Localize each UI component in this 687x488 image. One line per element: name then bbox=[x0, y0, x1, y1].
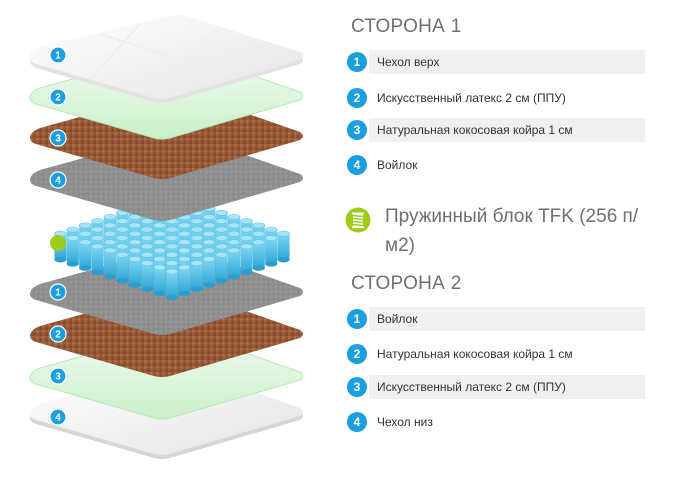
layer-label: Искусственный латекс 2 см (ППУ) bbox=[377, 91, 566, 105]
layer-label: Натуральная кокосовая койра 1 см bbox=[377, 347, 573, 361]
badge-number: 1 bbox=[55, 51, 61, 62]
number-badge: 3 bbox=[347, 377, 367, 397]
number-badge: 2 bbox=[347, 88, 367, 108]
spring-coil bbox=[104, 250, 116, 277]
spring-coil bbox=[91, 246, 104, 273]
bottom-layer-badge-4: 4 bbox=[49, 408, 67, 426]
spring-coil bbox=[277, 233, 290, 260]
bottom-layer-badge-3: 3 bbox=[49, 367, 67, 385]
side2-title: СТОРОНА 2 bbox=[351, 273, 462, 294]
layer-badges: 1 2 3 4 1 2 3 4 bbox=[49, 46, 67, 426]
badge-number: 1 bbox=[55, 288, 61, 299]
layer-label: Войлок bbox=[377, 158, 418, 172]
spring-coil bbox=[265, 238, 278, 264]
top-layer-badge-3: 3 bbox=[49, 129, 67, 147]
spring-coil bbox=[166, 271, 178, 298]
spring-block-label: Пружинный блок TFK (256 п/м2) bbox=[385, 206, 639, 256]
number-badge: 4 bbox=[347, 155, 367, 175]
spring-coil bbox=[240, 246, 253, 273]
top-layer-badge-1: 1 bbox=[49, 46, 67, 64]
spring-coil bbox=[228, 250, 240, 277]
number-badge: 4 bbox=[347, 412, 367, 432]
spring-coil bbox=[141, 263, 154, 290]
top-layer-badge-2: 2 bbox=[49, 88, 67, 106]
mattress-layers-illustration: 1 2 3 4 1 2 3 4 bbox=[29, 15, 304, 459]
layer-label: Чехол верх bbox=[377, 55, 440, 69]
layer-label: Искусственный латекс 2 см (ППУ) bbox=[377, 380, 566, 394]
top-cover-layer bbox=[30, 15, 303, 103]
spring-coil bbox=[190, 263, 203, 290]
spring-icon bbox=[345, 207, 371, 233]
spring-coil bbox=[79, 242, 92, 269]
layer-label: Чехол низ bbox=[377, 415, 433, 429]
top-layer-badge-4: 4 bbox=[49, 171, 67, 189]
number-badge: 2 bbox=[347, 344, 367, 364]
spring-coil bbox=[116, 254, 129, 281]
badge-number: 4 bbox=[55, 413, 61, 424]
row-background bbox=[369, 50, 645, 74]
spring-coil bbox=[153, 267, 166, 294]
side2-item-4: 4 Чехол низ bbox=[345, 410, 645, 434]
side1-title: СТОРОНА 1 bbox=[351, 16, 462, 37]
spring-coil bbox=[215, 254, 228, 281]
row-background bbox=[369, 375, 645, 399]
spring-coil bbox=[178, 267, 191, 294]
badge-number: 2 bbox=[55, 330, 61, 341]
side2-item-2: 2 Натуральная кокосовая койра 1 см bbox=[345, 342, 645, 366]
bottom-layer-badge-2: 2 bbox=[49, 325, 67, 343]
number-badge: 1 bbox=[347, 309, 367, 329]
number-badge: 1 bbox=[347, 52, 367, 72]
layer-label: Натуральная кокосовая койра 1 см bbox=[377, 123, 573, 137]
side1-item-1: 1 Чехол верх bbox=[345, 50, 645, 74]
side2-item-3: 3 Искусственный латекс 2 см (ППУ) bbox=[345, 375, 645, 399]
side2-item-1: 1 Войлок bbox=[345, 307, 645, 331]
badge-number: 2 bbox=[55, 93, 61, 104]
row-background bbox=[369, 118, 645, 142]
spring-coil bbox=[128, 259, 141, 285]
badge-number: 4 bbox=[55, 176, 61, 187]
spring-coil bbox=[252, 242, 265, 269]
spring-coil bbox=[203, 259, 216, 285]
bottom-layer-badge-1: 1 bbox=[49, 283, 67, 301]
badge-number: 3 bbox=[55, 134, 61, 145]
spring-coil bbox=[66, 238, 79, 264]
row-background bbox=[369, 307, 645, 331]
badge-number: 3 bbox=[55, 372, 61, 383]
layer-label: Войлок bbox=[377, 312, 418, 326]
spring-marker-icon bbox=[50, 235, 66, 251]
side1-item-2: 2 Искусственный латекс 2 см (ППУ) bbox=[345, 86, 645, 110]
number-badge: 3 bbox=[347, 120, 367, 140]
side1-item-3: 3 Натуральная кокосовая койра 1 см bbox=[345, 118, 645, 142]
side1-item-4: 4 Войлок bbox=[345, 153, 645, 177]
